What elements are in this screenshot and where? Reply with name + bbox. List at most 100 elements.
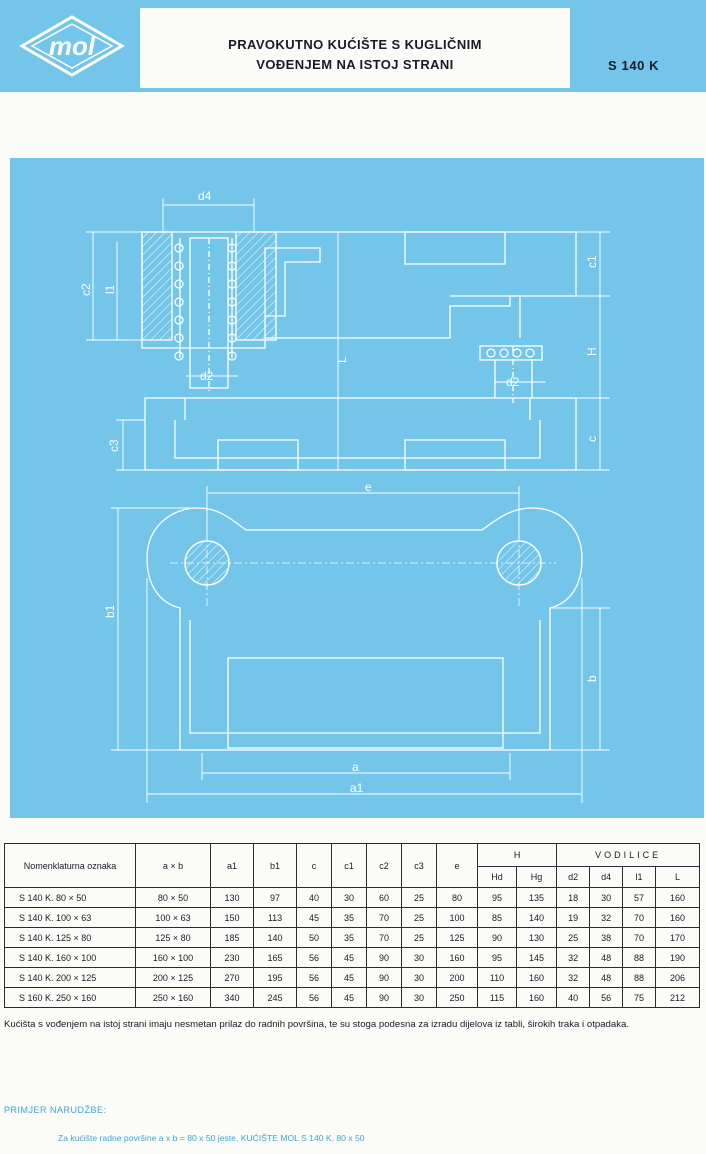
table-row: S 140 K. 160 × 100 160 × 100 230 165 56 … (4, 947, 701, 968)
cell: 25 (401, 907, 437, 928)
logo-text: mol (49, 31, 96, 61)
cell: 165 (253, 947, 297, 968)
label-d2-left: d2 (200, 369, 214, 383)
cell: S 140 K. 125 × 80 (4, 927, 136, 948)
cell: S 140 K. 100 × 63 (4, 907, 136, 928)
cell: S 140 K. 80 × 50 (4, 887, 136, 908)
cell: 130 (515, 927, 558, 948)
dimension-lines-side (86, 198, 610, 471)
cell: 30 (331, 887, 367, 908)
label-H: H (585, 347, 599, 356)
col-Hg: Hg (515, 866, 558, 888)
col-H: H (476, 843, 558, 867)
cell: 40 (296, 887, 332, 908)
cell: 45 (331, 967, 367, 988)
cell: 160 × 100 (135, 947, 211, 968)
order-example-heading: PRIMJER NARUDŽBE: (4, 1105, 107, 1115)
cell: 57 (622, 887, 656, 908)
label-l1: l1 (103, 284, 117, 294)
cell: 90 (477, 927, 517, 948)
order-example-text: Za kućište radne površine a x b = 80 x 5… (58, 1133, 365, 1143)
cell: 30 (589, 887, 624, 908)
cell: 95 (477, 887, 517, 908)
col-d2: d2 (556, 866, 591, 888)
table-row: S 160 K. 250 × 160 250 × 160 340 245 56 … (4, 987, 701, 1008)
cell: 212 (654, 987, 701, 1008)
cell: 140 (253, 927, 297, 948)
product-code: S 140 K (608, 58, 660, 73)
cell: 45 (331, 987, 367, 1008)
cell: 19 (556, 907, 591, 928)
cell: 90 (366, 967, 402, 988)
cell: 150 (210, 907, 254, 928)
cell: 70 (366, 907, 402, 928)
cell: 50 (296, 927, 332, 948)
cell: 25 (401, 927, 437, 948)
col-axb: a × b (135, 843, 211, 888)
col-b1: b1 (253, 843, 297, 888)
cell: S 140 K. 160 × 100 (4, 947, 136, 968)
title-box: PRAVOKUTNO KUĆIŠTE S KUGLIČNIM VOĐENJEM … (140, 8, 570, 88)
cell: 115 (477, 987, 517, 1008)
cell: 135 (515, 887, 558, 908)
cell: 25 (401, 887, 437, 908)
cell: 130 (210, 887, 254, 908)
mol-logo: mol (19, 15, 125, 77)
cell: 145 (515, 947, 558, 968)
cell: 70 (622, 907, 656, 928)
col-d4: d4 (589, 866, 624, 888)
technical-drawing: d4 c1 c2 l1 L H d2 d2 c3 c e b1 b a a1 (79, 189, 610, 803)
col-l1: l1 (622, 866, 656, 888)
cell: 125 (436, 927, 478, 948)
cell: 25 (556, 927, 591, 948)
cell: 30 (401, 987, 437, 1008)
cell: 40 (556, 987, 591, 1008)
cell: 48 (589, 967, 624, 988)
cell: 160 (436, 947, 478, 968)
lower-plate (144, 397, 577, 471)
cell: 90 (366, 947, 402, 968)
cell: 85 (477, 907, 517, 928)
label-c: c (585, 436, 599, 442)
cell: 200 × 125 (135, 967, 211, 988)
cell: 80 × 50 (135, 887, 211, 908)
col-c3: c3 (401, 843, 437, 888)
col-c: c (296, 843, 332, 888)
ball-cage-left (174, 243, 237, 361)
cell: 70 (622, 927, 656, 948)
cell: 45 (296, 907, 332, 928)
label-c1: c1 (585, 255, 599, 268)
col-e: e (436, 843, 478, 888)
cell: 113 (253, 907, 297, 928)
col-c2: c2 (366, 843, 402, 888)
cell: 30 (401, 967, 437, 988)
cell: 35 (331, 927, 367, 948)
cell: 160 (654, 887, 701, 908)
cell: 45 (331, 947, 367, 968)
drawing-background (10, 158, 704, 818)
label-a1: a1 (350, 781, 364, 795)
description-note: Kućišta s vođenjem na istoj strani imaju… (4, 1019, 629, 1030)
cell: 206 (654, 967, 701, 988)
label-a: a (352, 760, 359, 774)
cell: 32 (589, 907, 624, 928)
cell: 56 (296, 947, 332, 968)
cell: 80 (436, 887, 478, 908)
cell: 88 (622, 967, 656, 988)
cell: 100 (436, 907, 478, 928)
cell: S 160 K. 250 × 160 (4, 987, 136, 1008)
upper-plate (141, 231, 577, 349)
cell: 70 (366, 927, 402, 948)
cell: 35 (331, 907, 367, 928)
cell: 245 (253, 987, 297, 1008)
cell: 75 (622, 987, 656, 1008)
cell: 30 (401, 947, 437, 968)
cell: 32 (556, 967, 591, 988)
table-row: S 140 K. 200 × 125 200 × 125 270 195 56 … (4, 967, 701, 988)
cell: 185 (210, 927, 254, 948)
label-L: L (335, 356, 349, 363)
cell: 160 (515, 967, 558, 988)
cell: 100 × 63 (135, 907, 211, 928)
cell: 110 (477, 967, 517, 988)
cell: 200 (436, 967, 478, 988)
